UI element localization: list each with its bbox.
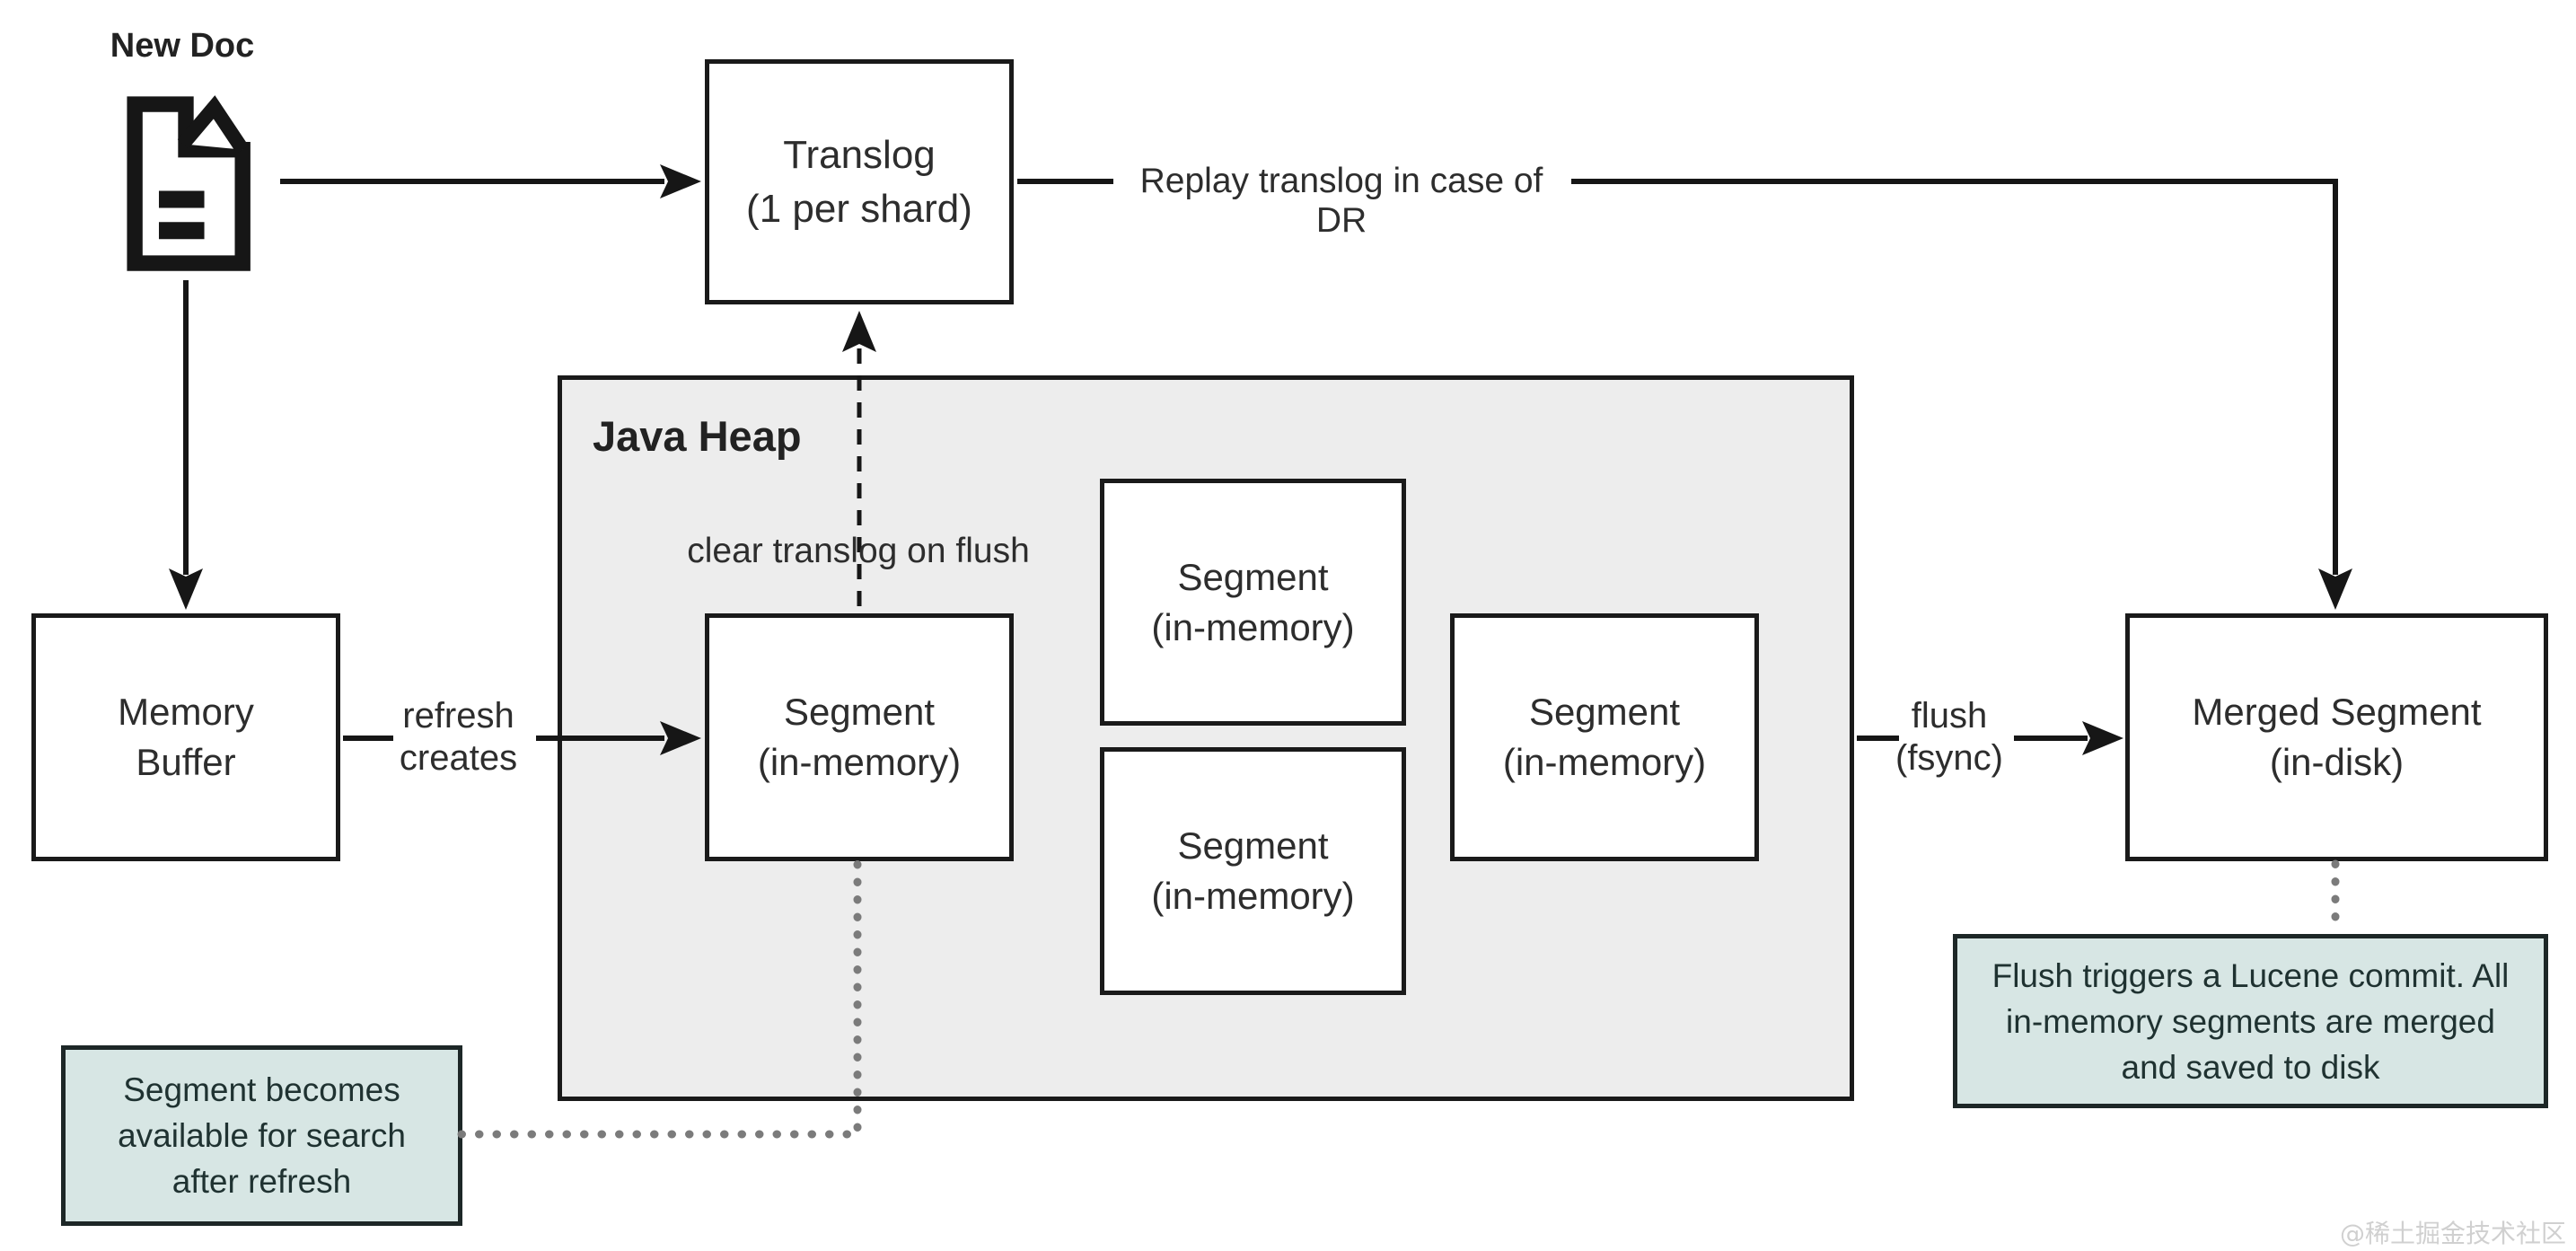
refresh-edge-line2: creates (399, 738, 518, 778)
segment4-line2: (in-memory) (1502, 741, 1707, 783)
flush-note-box: Flush triggers a Lucene commit. All in-m… (1953, 934, 2548, 1108)
merged-segment-line2: (in-disk) (2269, 741, 2405, 783)
segment-box-3: Segment (in-memory) (1100, 747, 1406, 995)
flush-note-line2: in-memory segments are merged (2006, 1002, 2495, 1040)
segment2-line2: (in-memory) (1151, 605, 1355, 648)
segment-box-4: Segment (in-memory) (1450, 613, 1759, 861)
clear-translog-edge-label: clear translog on flush (687, 532, 1030, 570)
search-note-box: Segment becomes available for search aft… (61, 1045, 462, 1226)
replay-edge-label: Replay translog in case of DR (1139, 162, 1543, 240)
merged-segment-box: Merged Segment (in-disk) (2125, 613, 2548, 861)
watermark-text: @稀土掘金技术社区 (2339, 1219, 2566, 1248)
refresh-edge-label: refresh creates (384, 695, 532, 780)
flush-note-line1: Flush triggers a Lucene commit. All (1991, 956, 2510, 994)
new-doc-label: New Doc (110, 27, 255, 65)
arrow-newdoc-to-memory-buffer (169, 280, 203, 610)
translog-line2: (1 per shard) (746, 186, 972, 231)
memory-buffer-line1: Memory (118, 691, 254, 733)
java-heap-label: Java Heap (593, 412, 802, 460)
search-note-line1: Segment becomes (123, 1071, 400, 1108)
flush-edge-label: flush (fsync) (1877, 695, 2022, 780)
segment-box-2: Segment (in-memory) (1100, 479, 1406, 726)
flush-edge-line1: flush (1911, 696, 1988, 736)
refresh-edge-line1: refresh (402, 696, 514, 736)
new-doc-icon (115, 88, 257, 277)
translog-line1: Translog (783, 132, 936, 177)
search-note-line2: available for search (118, 1117, 406, 1154)
merged-segment-line1: Merged Segment (2192, 691, 2482, 733)
segment3-line1: Segment (1177, 824, 1329, 867)
document-icon (127, 95, 251, 271)
segment-box-1: Segment (in-memory) (705, 613, 1014, 861)
segment3-line2: (in-memory) (1151, 875, 1355, 917)
search-note-line3: after refresh (171, 1163, 352, 1200)
arrow-newdoc-to-translog (280, 164, 701, 198)
flush-note-line3: and saved to disk (2121, 1048, 2380, 1086)
memory-buffer-line2: Buffer (136, 741, 236, 783)
segment4-line1: Segment (1528, 691, 1681, 733)
flush-edge-line2: (fsync) (1895, 738, 2003, 778)
segment1-line1: Segment (783, 691, 936, 733)
segment2-line1: Segment (1177, 555, 1329, 598)
translog-box: Translog (1 per shard) (705, 59, 1014, 304)
memory-buffer-box: Memory Buffer (31, 613, 340, 861)
segment1-line2: (in-memory) (757, 741, 962, 783)
